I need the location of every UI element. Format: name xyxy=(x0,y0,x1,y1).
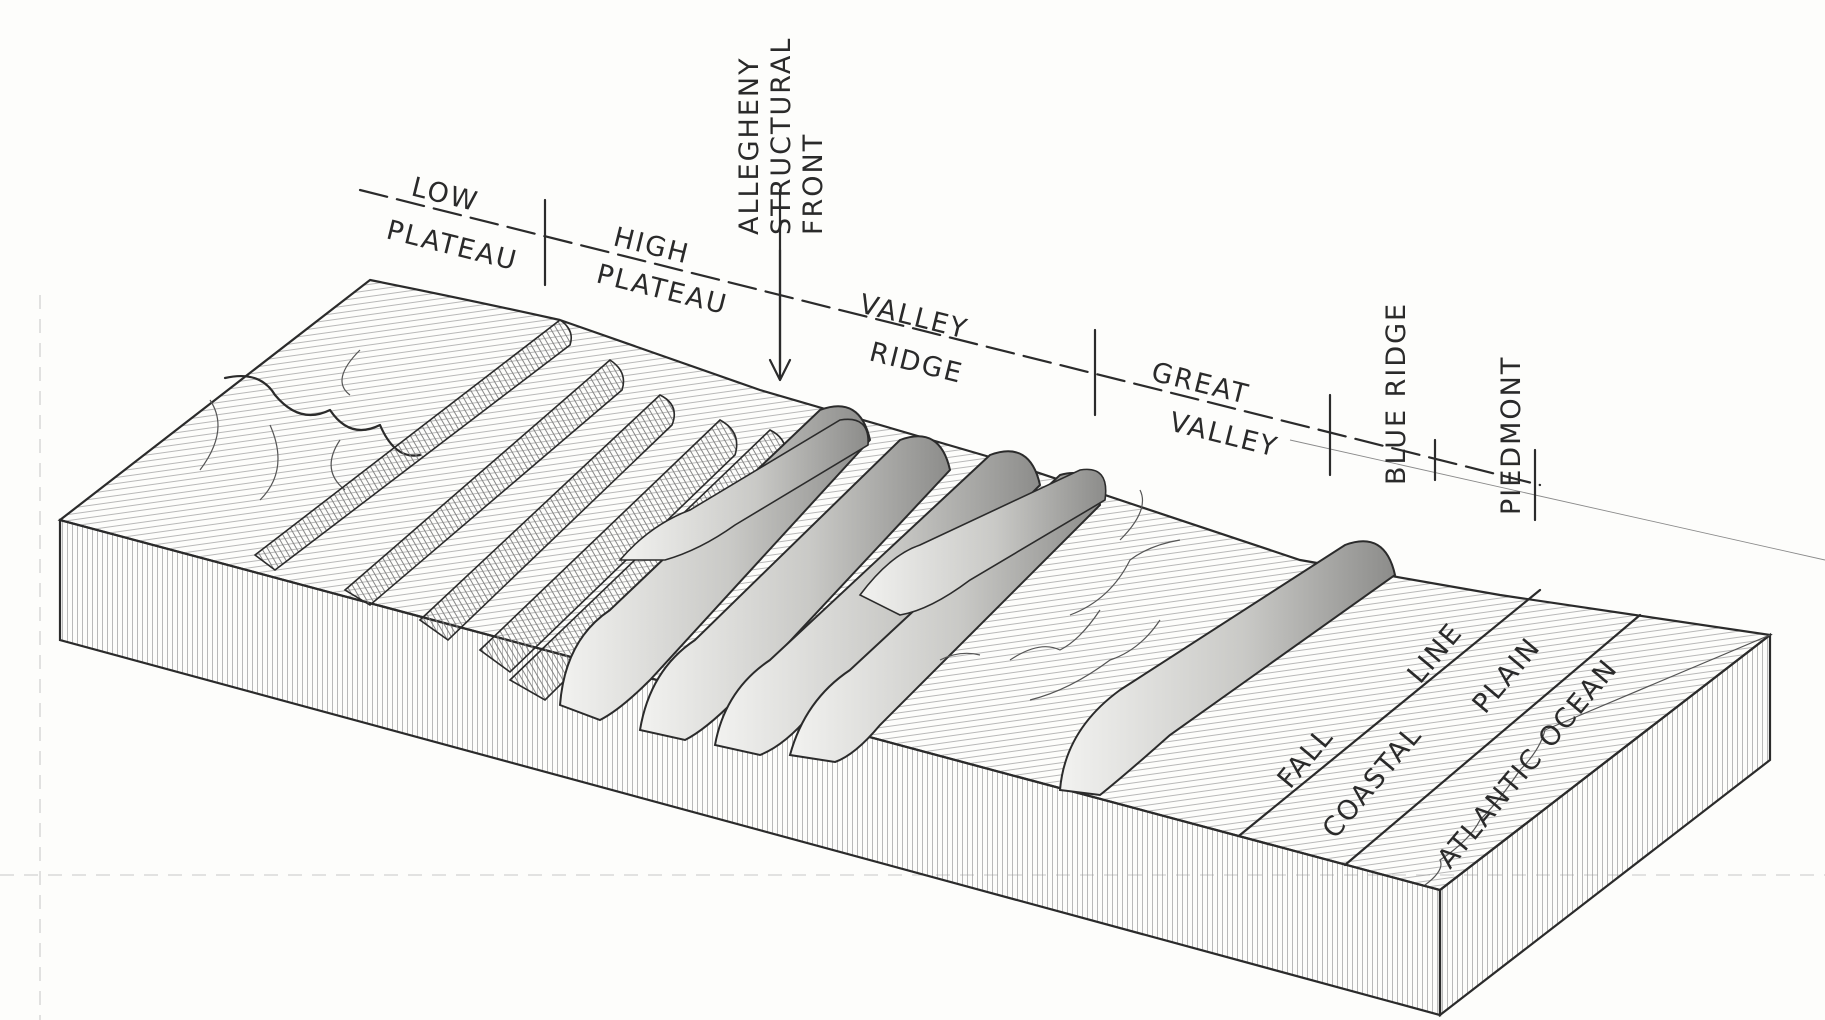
region-dimension-line xyxy=(358,188,1542,522)
plateau-streams xyxy=(199,349,361,501)
plateau-escarpment xyxy=(223,374,422,457)
label-great-valley-1: GREAT xyxy=(1148,357,1252,411)
label-allegheny-1: ALLEGHENY xyxy=(734,56,765,235)
blue-ridge-fold xyxy=(1058,540,1397,797)
label-blue-ridge: BLUE RIDGE xyxy=(1381,302,1412,485)
high-plateau-ridges xyxy=(253,319,787,701)
label-low-plateau-2: PLATEAU xyxy=(383,215,521,278)
label-allegheny-3: FRONT xyxy=(798,133,829,235)
coastal-plain-boundary xyxy=(1343,613,1642,867)
great-valley-streams xyxy=(939,489,1181,701)
label-allegheny-2: STRUCTURAL xyxy=(766,37,797,235)
shoreline xyxy=(1424,634,1771,886)
label-valley-ridge-2: RIDGE xyxy=(866,337,966,390)
valley-ridge-folds xyxy=(558,405,1107,764)
label-piedmont: PIEDMONT xyxy=(1496,356,1527,515)
label-high-plateau-2: PLATEAU xyxy=(593,259,731,322)
allegheny-front-arrow xyxy=(768,188,792,382)
fall-line-boundary xyxy=(1238,588,1542,837)
